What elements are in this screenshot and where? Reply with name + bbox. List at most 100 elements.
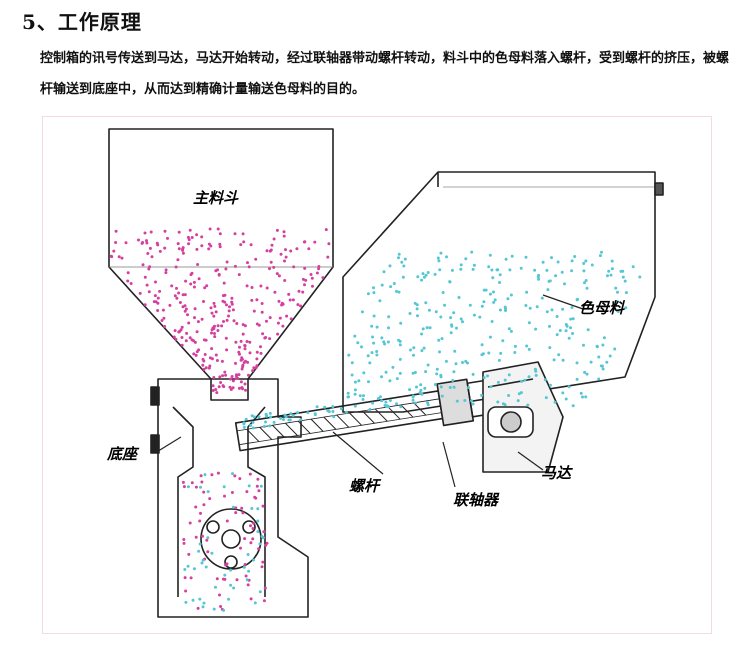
pellet — [408, 388, 412, 392]
pellet — [189, 282, 193, 286]
pellet — [498, 273, 502, 277]
pellet — [353, 380, 357, 384]
pellet — [200, 317, 204, 321]
pellet — [201, 558, 205, 562]
pellet — [471, 402, 475, 406]
pellet — [248, 351, 252, 355]
pellet — [237, 386, 241, 390]
pellet — [331, 405, 335, 409]
pellet — [273, 290, 277, 294]
pellet — [272, 420, 276, 424]
pellet — [384, 400, 388, 404]
pellet — [178, 301, 182, 304]
pellet — [571, 317, 575, 321]
pellet — [289, 249, 293, 253]
pellet — [257, 415, 261, 419]
pellet — [207, 247, 211, 251]
pellet — [299, 418, 303, 422]
pellet — [145, 239, 148, 243]
pellet — [241, 323, 245, 327]
pellet — [289, 317, 293, 321]
pellet — [184, 307, 188, 311]
pellet — [378, 299, 382, 303]
pellet — [232, 319, 236, 323]
pellet — [317, 267, 321, 271]
pellet — [375, 350, 379, 353]
pellet — [339, 407, 343, 411]
pellet — [579, 391, 583, 395]
pellet — [597, 377, 601, 381]
pellet — [236, 377, 240, 380]
pellet — [141, 241, 145, 244]
pellet — [156, 309, 160, 312]
pellet — [258, 590, 262, 594]
pellet — [571, 404, 575, 408]
pellet — [214, 388, 218, 391]
pellet — [304, 278, 308, 282]
pellet — [196, 263, 200, 266]
pellet — [619, 269, 623, 273]
pellet — [424, 273, 428, 277]
pellet — [264, 420, 267, 424]
pellet — [554, 274, 558, 278]
pellet — [254, 496, 258, 500]
pellet — [193, 340, 197, 344]
pellet — [233, 232, 237, 236]
pellet — [295, 247, 299, 251]
pellet — [240, 356, 244, 360]
pellet — [214, 310, 218, 314]
pellet — [480, 393, 484, 397]
pellet — [398, 343, 402, 347]
pellet — [526, 403, 530, 407]
pellet — [221, 374, 225, 378]
pellet — [260, 310, 264, 314]
pellet — [582, 262, 586, 265]
pellet — [199, 474, 203, 478]
pellet — [301, 277, 305, 281]
pellet — [225, 348, 229, 352]
pellet — [411, 398, 415, 402]
pellet — [198, 597, 202, 601]
pellet — [186, 235, 190, 239]
pellet — [486, 374, 489, 378]
pellet — [616, 290, 619, 294]
pellet — [397, 256, 400, 260]
pellet — [237, 350, 241, 354]
pellet — [326, 255, 330, 259]
pellet — [461, 361, 464, 364]
pellet — [259, 345, 262, 349]
pellet — [399, 321, 403, 325]
pellet — [174, 265, 178, 269]
pellet — [261, 504, 265, 508]
pellet — [238, 345, 241, 349]
pellet — [217, 273, 221, 276]
pellet — [204, 565, 208, 569]
pellet — [492, 300, 496, 304]
pellet — [240, 506, 244, 510]
pellet — [249, 541, 253, 545]
pellet — [508, 268, 512, 272]
pellet — [488, 253, 492, 257]
pellet — [254, 257, 258, 261]
pellet — [219, 605, 223, 608]
pellet — [188, 521, 192, 525]
pellet — [472, 313, 476, 317]
pellet — [461, 320, 464, 324]
pellet — [282, 418, 285, 421]
pellet — [182, 541, 186, 545]
pellet — [243, 537, 247, 541]
pellet — [199, 511, 202, 515]
pellet — [303, 266, 307, 270]
pellet — [199, 485, 202, 489]
pellet — [416, 275, 420, 279]
pellet — [183, 293, 187, 297]
pellet — [332, 415, 336, 419]
pellet — [433, 383, 437, 386]
pellet — [315, 405, 319, 409]
pellet — [186, 485, 190, 489]
pellet — [176, 258, 180, 262]
pellet — [638, 275, 642, 279]
pellet — [433, 272, 437, 276]
pellet — [400, 260, 404, 264]
pellet — [268, 249, 272, 253]
